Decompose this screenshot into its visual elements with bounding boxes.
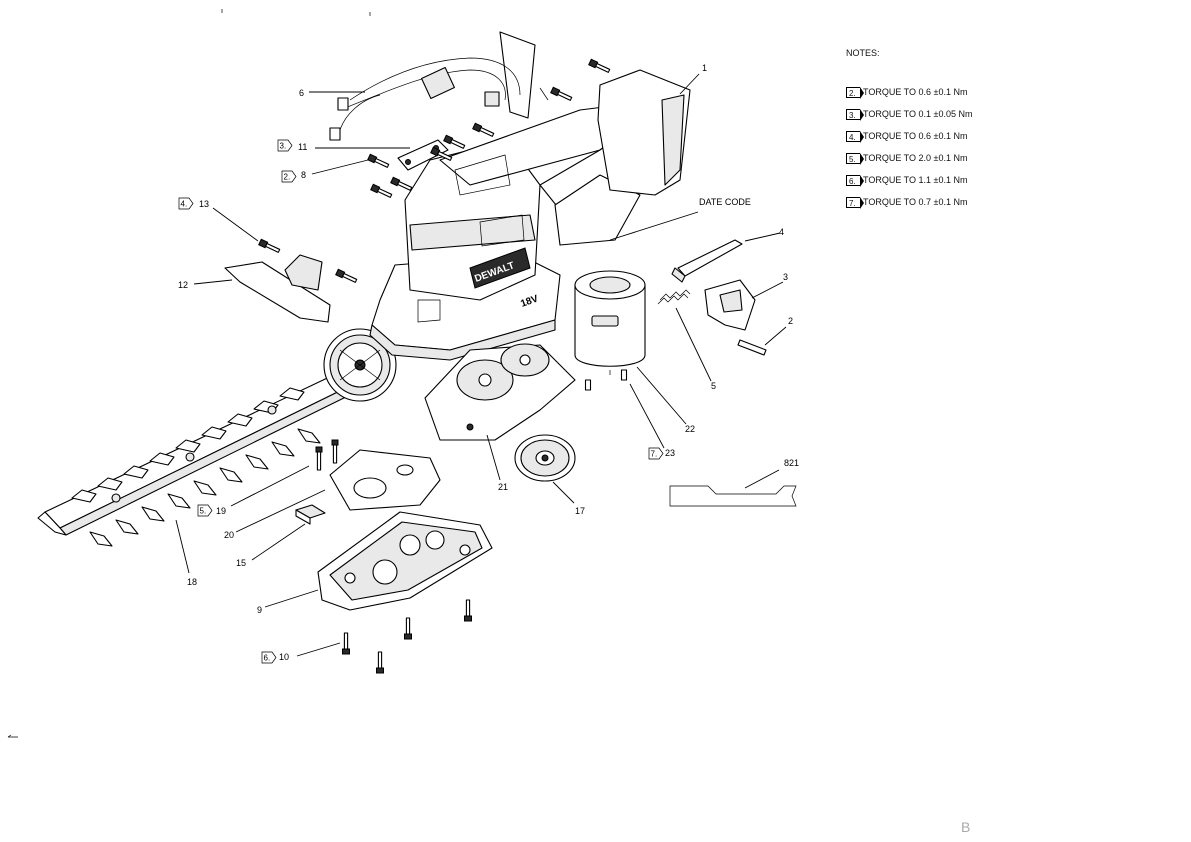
- note-row: 7. TORQUE TO 0.7 ±0.1 Nm: [846, 191, 972, 213]
- callout-11: 11: [298, 142, 307, 152]
- callout-17: 17: [575, 506, 585, 516]
- svg-text:2.: 2.: [284, 173, 291, 182]
- note-text: TORQUE TO 0.6 ±0.1 Nm: [863, 131, 968, 141]
- callout-15: 15: [236, 558, 246, 568]
- callout-8: 8: [301, 170, 306, 180]
- note-text: TORQUE TO 0.7 ±0.1 Nm: [863, 197, 968, 207]
- note-number-flag: 6.: [846, 174, 864, 187]
- hand-guard: [224, 254, 331, 323]
- lock-lever: [671, 239, 743, 283]
- trigger: [704, 279, 756, 331]
- flag-8: 2.: [281, 170, 297, 183]
- motor: [574, 270, 646, 375]
- gearbox-housing: [424, 343, 576, 441]
- note-number-flag: 7.: [846, 196, 864, 209]
- callout-13: 13: [199, 199, 209, 209]
- callout-23: 23: [665, 448, 675, 458]
- key-block: [295, 504, 326, 525]
- callout-labels: 1 6 11 8 13 12 DATE CODE 4 3 2 5 22 23 2…: [178, 63, 799, 662]
- note-text: TORQUE TO 1.1 ±0.1 Nm: [863, 175, 968, 185]
- callout-12: 12: [178, 280, 188, 290]
- note-number-flag: 3.: [846, 108, 864, 121]
- border-ticks: [7, 9, 371, 738]
- note-row: 6. TORQUE TO 1.1 ±0.1 Nm: [846, 169, 972, 191]
- note-row: 3. TORQUE TO 0.1 ±0.05 Nm: [846, 103, 972, 125]
- svg-text:5.: 5.: [200, 507, 207, 516]
- callout-4: 4: [779, 227, 784, 237]
- leader-lines: [175, 73, 787, 657]
- svg-text:3.: 3.: [280, 142, 287, 151]
- svg-text:7.: 7.: [651, 450, 658, 459]
- flag-23: 7.: [648, 447, 664, 460]
- flag-10: 6.: [261, 651, 277, 664]
- callout-10: 10: [279, 652, 289, 662]
- label-821-outline: [669, 485, 797, 507]
- sheet-mark: B: [961, 819, 970, 835]
- pin: [737, 339, 767, 356]
- note-text: TORQUE TO 2.0 ±0.1 Nm: [863, 153, 968, 163]
- flag-11: 3.: [277, 139, 293, 152]
- callout-1: 1: [702, 63, 707, 73]
- callout-6: 6: [299, 88, 304, 98]
- spring: [657, 289, 691, 305]
- note-row: 5. TORQUE TO 2.0 ±0.1 Nm: [846, 147, 972, 169]
- blade-assembly: [37, 328, 397, 547]
- callout-3: 3: [783, 272, 788, 282]
- main-housing: DEWALT 18V: [369, 69, 691, 361]
- drive-gear: [514, 434, 576, 482]
- callout-21: 21: [498, 482, 508, 492]
- note-number-flag: 4.: [846, 130, 864, 143]
- note-text: TORQUE TO 0.1 ±0.05 Nm: [863, 109, 973, 119]
- callout-5: 5: [711, 381, 716, 391]
- note-number-flag: 2.: [846, 86, 864, 99]
- gasket-plate: [329, 449, 441, 511]
- screws: [258, 58, 628, 674]
- note-number-flag: 5.: [846, 152, 864, 165]
- flag-13: 4.: [178, 197, 194, 210]
- notes-panel: NOTES: 2. TORQUE TO 0.6 ±0.1 Nm 3. TORQU…: [846, 42, 972, 213]
- base-cover: [317, 511, 493, 611]
- svg-text:6.: 6.: [264, 654, 271, 663]
- note-row: 4. TORQUE TO 0.6 ±0.1 Nm: [846, 125, 972, 147]
- callout-2: 2: [788, 316, 793, 326]
- callout-22: 22: [685, 424, 695, 434]
- svg-text:4.: 4.: [181, 200, 188, 209]
- note-row: 2. TORQUE TO 0.6 ±0.1 Nm: [846, 81, 972, 103]
- torque-flags: 3. 2. 4. 5. 7. 6.: [178, 139, 664, 664]
- date-code-label: DATE CODE: [699, 197, 751, 207]
- callout-19: 19: [216, 506, 226, 516]
- note-text: TORQUE TO 0.6 ±0.1 Nm: [863, 87, 968, 97]
- callout-20: 20: [224, 530, 234, 540]
- flag-19: 5.: [197, 504, 213, 517]
- callout-18: 18: [187, 577, 197, 587]
- callout-821: 821: [784, 458, 799, 468]
- wire-harness: [329, 31, 549, 141]
- notes-title: NOTES:: [846, 48, 880, 58]
- callout-9: 9: [257, 605, 262, 615]
